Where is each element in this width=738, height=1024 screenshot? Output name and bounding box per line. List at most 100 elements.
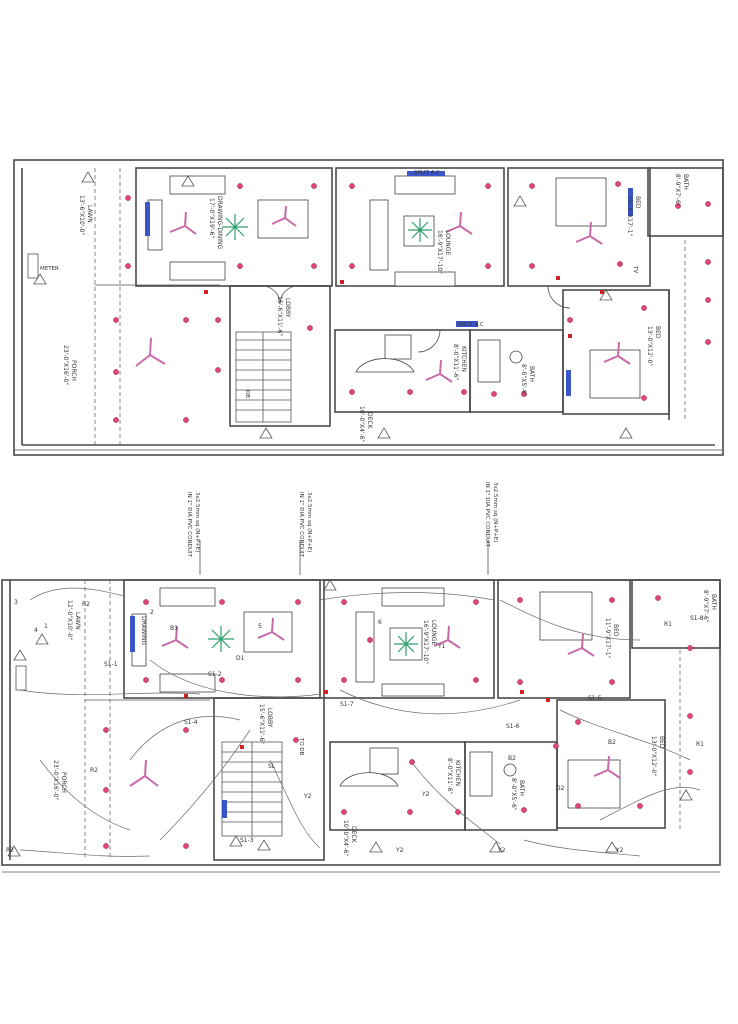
split-ac-unit — [628, 188, 633, 216]
ceiling-fan-icon — [271, 205, 297, 227]
room-label-lawn: LAWN — [86, 205, 93, 223]
wiring-runs — [19, 587, 701, 857]
split-ac-label: SPLIT A.C — [458, 322, 484, 328]
room-size-bath-left: 8'-0"X5'-6" — [510, 778, 517, 811]
switch-markers — [184, 690, 550, 749]
room-label-bath-right: BATH — [710, 594, 717, 610]
svg-text:R1: R1 — [664, 621, 672, 628]
top-plot-boundary — [13, 159, 724, 456]
room-label-bed-lower: BED — [654, 326, 661, 339]
tv-label: TV — [632, 265, 638, 273]
room-label-lobby: LOBBY — [284, 298, 291, 318]
dining-table — [243, 611, 293, 653]
ceiling-fan-icon — [169, 211, 197, 235]
sofa — [369, 199, 389, 271]
bed-furniture — [539, 591, 593, 641]
sofa — [169, 175, 226, 195]
sofa — [381, 683, 445, 697]
room-size-bath-left: 8'-0"X5'-6" — [520, 364, 527, 397]
ceiling-fan-icon — [603, 341, 631, 365]
split-ac-unit — [456, 321, 478, 327]
svg-text:S1-5: S1-5 — [588, 695, 602, 702]
svg-text:Y2: Y2 — [303, 793, 312, 800]
ceiling-fan-icon — [161, 625, 189, 649]
room-size-lounge: 16'-9"X17'-10" — [436, 230, 443, 274]
kitchen-counter — [477, 339, 501, 383]
room-size-lawn: 12'-0"X10'-0" — [66, 600, 73, 640]
svg-text:SL: SL — [268, 763, 276, 770]
outlet-markers — [33, 171, 633, 439]
room-label-bed-upper: BED — [634, 196, 641, 209]
fridge — [369, 747, 399, 775]
room-size-kitchen: 8'-0"X11'-6" — [446, 758, 453, 795]
svg-text:S1-2: S1-2 — [208, 671, 222, 678]
room-size-lobby: 15'-6"X11'-6" — [258, 704, 265, 744]
db-label: DB — [244, 390, 250, 398]
room-label-deck: DECK — [350, 826, 357, 844]
room-label-lobby: LOBBY — [266, 708, 273, 728]
bottom-plan: 3x2.5mm sq (N+P+E) IN 1" DIA PVC CONDUIT… — [1, 482, 721, 873]
ceiling-fan-icon — [425, 359, 453, 383]
ceiling-fan-icon — [445, 211, 473, 235]
chandelier-icon — [408, 218, 432, 242]
sofa — [159, 673, 216, 693]
room-label-porch: PORCH — [70, 360, 77, 381]
room-label-drawing-dining: DRAWING-DINING — [216, 196, 223, 249]
room-label-bath-left: BATH — [528, 366, 535, 382]
ceiling-fan-icon — [593, 755, 621, 779]
deck-table — [355, 358, 415, 373]
svg-text:R2: R2 — [90, 767, 98, 774]
ceiling-fan-icon — [433, 625, 461, 649]
svg-text:3x2.5mm sq (N+P+E): 3x2.5mm sq (N+P+E) — [492, 482, 498, 542]
kitchen-counter — [469, 751, 493, 797]
ceiling-fan-icon — [567, 633, 595, 657]
svg-text:S1-4: S1-4 — [184, 719, 198, 726]
svg-text:1: 1 — [44, 623, 48, 630]
room-label-bed-upper: BED — [612, 624, 619, 637]
wash-basin — [509, 350, 523, 364]
split-ac-unit — [145, 202, 150, 236]
svg-text:5: 5 — [258, 623, 262, 630]
meter-label: METER — [40, 266, 59, 272]
svg-text:IN 1" DIA PVC CONDUIT: IN 1" DIA PVC CONDUIT — [186, 492, 192, 557]
room-size-lobby: 15'-6"X11'-6" — [276, 296, 283, 336]
sofa — [394, 271, 456, 287]
room-label-bath-right: BATH — [682, 174, 689, 190]
svg-text:Y2: Y2 — [497, 847, 506, 854]
room-size-deck: 10'-0"X4'-6" — [342, 820, 349, 857]
room-label-lounge: LOUNGE — [444, 230, 451, 255]
chandelier-icon — [394, 632, 418, 656]
svg-text:2: 2 — [150, 609, 154, 616]
split-ac-unit — [130, 616, 135, 652]
switch-markers — [204, 276, 604, 338]
room-size-porch: 23'-0"X16'-0" — [62, 345, 69, 385]
room-size-porch: 23'-0"X16'-0" — [52, 760, 59, 800]
svg-text:B1: B1 — [170, 625, 178, 632]
db-label: TO DB — [298, 737, 304, 756]
split-ac-unit — [566, 370, 571, 396]
room-size-drawing-dining: 17'-0"X19'-6" — [208, 198, 215, 238]
svg-text:S1-6: S1-6 — [506, 723, 520, 730]
svg-text:S1-8: S1-8 — [690, 615, 704, 622]
deck-table — [339, 772, 399, 787]
svg-text:Y1: Y1 — [437, 643, 446, 650]
room-size-bed-lower: 13'-0"X12'-0" — [650, 736, 657, 776]
svg-text:3x2.5mm sq (N+P+E): 3x2.5mm sq (N+P+E) — [306, 492, 312, 552]
split-ac-unit — [407, 171, 445, 176]
stair — [221, 741, 283, 837]
sofa — [169, 261, 226, 281]
svg-text:S1-3: S1-3 — [240, 837, 254, 844]
svg-text:R2: R2 — [6, 847, 14, 854]
sofa — [381, 587, 445, 607]
wash-basin — [503, 763, 517, 777]
room-size-lounge: 16'-9"X17'-10" — [422, 620, 429, 664]
sofa — [159, 587, 216, 607]
room-size-bed-upper: 11'-9"X17'-1" — [604, 618, 611, 658]
light-points-top — [113, 181, 711, 423]
bed-furniture — [567, 759, 621, 809]
room-size-bed-lower: 13'-0"X12'-0" — [646, 326, 653, 366]
top-plan: METER — [13, 159, 724, 456]
split-ac-label: SPLIT A.C — [414, 170, 440, 176]
conduit-note-1: 3x2.5mm sq (N+P+E) IN 1" DIA PVC CONDUIT — [186, 492, 200, 557]
